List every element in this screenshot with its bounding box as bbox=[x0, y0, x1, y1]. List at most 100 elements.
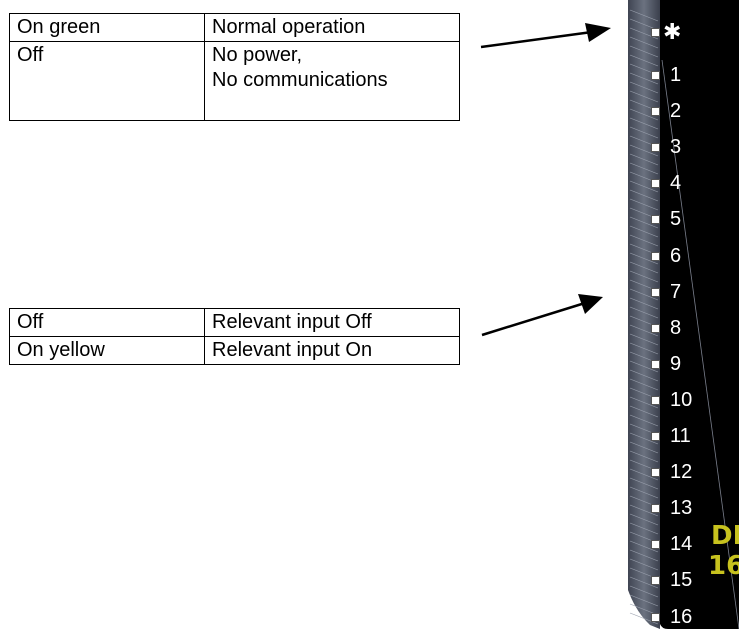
rail-hatch-stroke bbox=[629, 252, 659, 265]
channel-led bbox=[651, 179, 660, 189]
channel-number-label: 2 bbox=[670, 100, 682, 123]
rail-hatch-stroke bbox=[629, 270, 659, 283]
channel-led bbox=[651, 71, 660, 80]
rail-hatch-stroke bbox=[629, 369, 659, 382]
channel-number-label: 9 bbox=[670, 352, 682, 375]
rail-hatch-stroke bbox=[629, 324, 659, 337]
meaning-line: Relevant input Off bbox=[212, 311, 372, 333]
rail-hatch-stroke bbox=[629, 540, 659, 553]
channel-number-label: 10 bbox=[670, 388, 693, 411]
rail-hatch-stroke bbox=[629, 297, 659, 310]
rail-hatch-stroke bbox=[629, 477, 659, 490]
channel-number-label: 1 bbox=[670, 64, 682, 86]
channel-number-label: 13 bbox=[670, 497, 693, 520]
status-pointer-arrow bbox=[480, 30, 593, 49]
module-side-rail bbox=[628, 0, 660, 629]
rail-hatch-stroke bbox=[629, 153, 659, 166]
status-led bbox=[651, 28, 660, 37]
channel-led bbox=[651, 323, 660, 333]
led-meaning-cell: No power, No communications bbox=[204, 41, 460, 121]
rail-hatch-stroke bbox=[629, 585, 659, 598]
rail-hatch-stroke bbox=[629, 261, 659, 274]
module-model-line1: DI bbox=[711, 521, 739, 551]
status-led-table: On green Normal operation Off No power, … bbox=[9, 13, 460, 121]
channel-number-label: 4 bbox=[670, 172, 682, 195]
channel-led bbox=[651, 251, 660, 261]
rail-hatch-stroke bbox=[629, 288, 659, 301]
channel-number-label: 6 bbox=[670, 244, 682, 267]
channel-number-label: 11 bbox=[670, 425, 691, 447]
rail-hatch-stroke bbox=[629, 126, 659, 139]
channel-led bbox=[651, 504, 660, 514]
module-model-line2: 16 bbox=[708, 551, 739, 581]
meaning-line: Normal operation bbox=[212, 16, 366, 38]
rail-hatch-stroke bbox=[629, 54, 659, 67]
table-row: Off No power, No communications bbox=[9, 41, 460, 121]
channel-led bbox=[651, 143, 660, 153]
channel-led bbox=[651, 540, 660, 550]
rail-hatch-stroke bbox=[629, 441, 659, 454]
channel-led bbox=[651, 107, 660, 117]
channel-number-label: 5 bbox=[670, 208, 682, 231]
led-meaning-cell: Relevant input On bbox=[204, 336, 460, 365]
table-row: On green Normal operation bbox=[9, 13, 460, 42]
rail-hatch-stroke bbox=[629, 504, 659, 517]
led-state-cell: On green bbox=[9, 13, 205, 42]
rail-hatch-stroke bbox=[629, 432, 659, 445]
rail-hatch-stroke bbox=[629, 396, 659, 409]
rail-texture bbox=[629, 9, 659, 625]
rail-hatch-stroke bbox=[629, 450, 659, 463]
rail-hatch-stroke bbox=[629, 216, 659, 229]
channel-led bbox=[651, 432, 660, 441]
meaning-line: Relevant input On bbox=[212, 339, 373, 361]
rail-hatch-stroke bbox=[629, 576, 659, 589]
rail-hatch-stroke bbox=[629, 81, 659, 94]
module-body bbox=[660, 0, 739, 629]
rail-hatch-stroke bbox=[629, 180, 659, 193]
channel-number-label: 12 bbox=[670, 461, 693, 484]
rail-hatch-stroke bbox=[629, 486, 659, 499]
input-led-table: Off Relevant input Off On yellow Relevan… bbox=[9, 308, 460, 365]
channel-led bbox=[651, 359, 660, 369]
channel-number-label: 8 bbox=[670, 316, 682, 339]
rail-hatch-stroke bbox=[629, 414, 659, 427]
rail-hatch-stroke bbox=[629, 594, 659, 607]
rail-hatch-stroke bbox=[629, 558, 659, 571]
rail-hatch-stroke bbox=[629, 9, 659, 22]
status-arrowhead bbox=[585, 23, 611, 42]
input-pointer-arrow bbox=[481, 301, 586, 337]
meaning-line: No communications bbox=[212, 69, 388, 91]
rail-hatch-stroke bbox=[629, 333, 659, 346]
channel-led bbox=[651, 215, 660, 225]
channel-led bbox=[651, 287, 660, 297]
status-symbol: ✱ bbox=[663, 19, 682, 44]
rail-hatch-stroke bbox=[629, 513, 659, 526]
channel-number-label: 15 bbox=[670, 569, 693, 592]
channel-led bbox=[651, 612, 660, 622]
led-meaning-cell: Normal operation bbox=[204, 13, 460, 42]
channel-led bbox=[651, 395, 660, 405]
rail-hatch-stroke bbox=[629, 27, 659, 40]
meaning-line: No power, bbox=[212, 44, 303, 66]
rail-hatch-stroke bbox=[629, 378, 659, 391]
channel-led bbox=[651, 576, 660, 586]
channel-number-label: 7 bbox=[670, 280, 682, 303]
rail-hatch-stroke bbox=[629, 468, 659, 481]
rail-hatch-stroke bbox=[629, 162, 659, 175]
rail-hatch-stroke bbox=[629, 522, 659, 535]
rail-hatch-stroke bbox=[629, 405, 659, 418]
rail-hatch-stroke bbox=[629, 549, 659, 562]
rail-hatch-stroke bbox=[629, 234, 659, 247]
channel-number-label: 14 bbox=[670, 533, 693, 556]
rail-hatch-stroke bbox=[629, 45, 659, 58]
table-row: On yellow Relevant input On bbox=[9, 336, 460, 365]
rail-hatch-stroke bbox=[629, 117, 659, 130]
channel-led bbox=[651, 468, 660, 478]
rail-hatch-stroke bbox=[629, 612, 659, 625]
rail-hatch-stroke bbox=[629, 189, 659, 202]
channel-number-label: 3 bbox=[670, 136, 682, 159]
rail-hatch-stroke bbox=[629, 36, 659, 49]
rail-hatch-stroke bbox=[629, 198, 659, 211]
